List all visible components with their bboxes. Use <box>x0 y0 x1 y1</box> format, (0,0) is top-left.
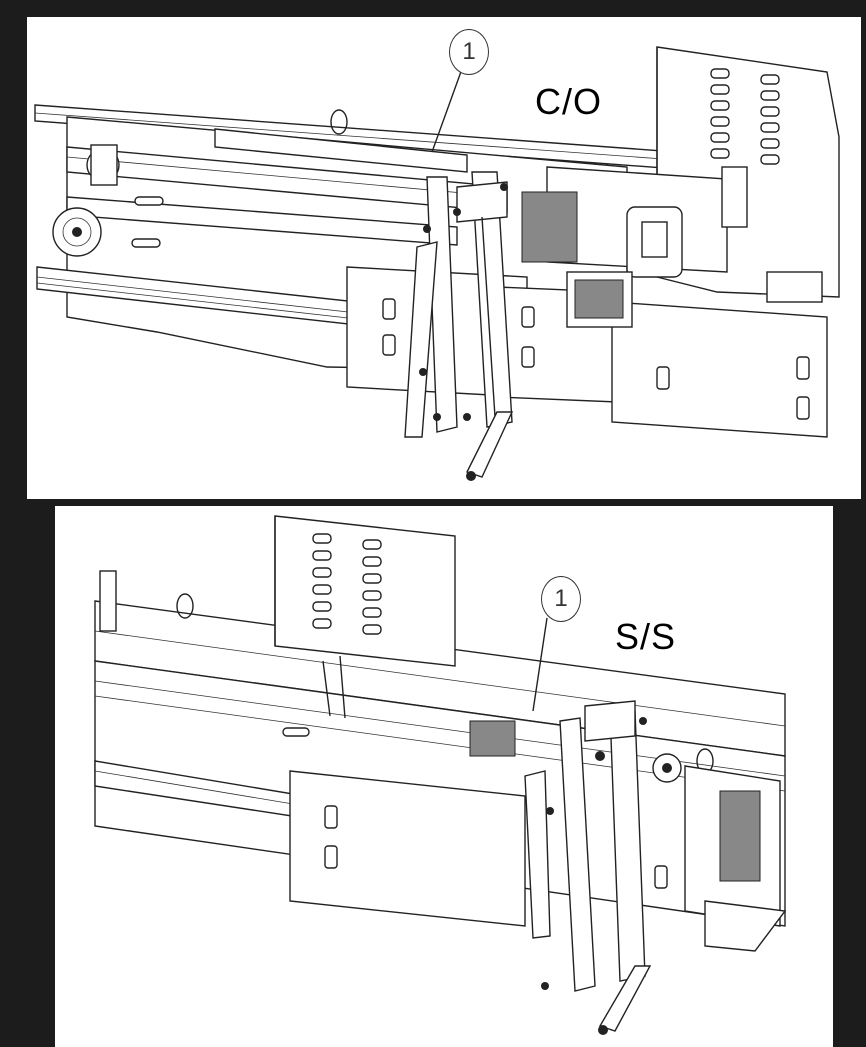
louvre-slot <box>312 601 332 612</box>
co-drawing-panel: C/O 1 <box>27 17 861 499</box>
callout-number: 1 <box>541 576 581 622</box>
louvre-slot <box>710 100 730 111</box>
louvre-slot <box>710 68 730 79</box>
co-label: C/O <box>535 81 603 122</box>
louvre-slot <box>760 74 780 85</box>
louvre-slot <box>760 154 780 165</box>
louvre-slot <box>312 533 332 544</box>
louvre-slot <box>760 106 780 117</box>
louvre-slot <box>312 584 332 595</box>
louvre-slot <box>760 138 780 149</box>
louvre-slot <box>710 84 730 95</box>
louvre-slot <box>710 116 730 127</box>
louvre-slot <box>710 148 730 159</box>
ss-door-operator-drawing <box>94 515 787 1035</box>
louvre-slot <box>362 590 382 601</box>
louvre-slot <box>312 567 332 578</box>
ss-drawing-panel: S/S 1 <box>55 506 833 1047</box>
louvre-slot <box>362 539 382 550</box>
ss-label: S/S <box>615 616 677 657</box>
louvre-slot <box>362 556 382 567</box>
louvre-slot <box>312 618 332 629</box>
callout-number: 1 <box>449 29 489 75</box>
louvre-slot <box>362 607 382 618</box>
louvre-slot <box>760 90 780 101</box>
louvre-slot <box>362 624 382 635</box>
louvre-slot <box>710 132 730 143</box>
co-door-operator-drawing <box>34 46 840 481</box>
louvre-slot <box>760 122 780 133</box>
louvre-slot <box>362 573 382 584</box>
louvre-slot <box>312 550 332 561</box>
